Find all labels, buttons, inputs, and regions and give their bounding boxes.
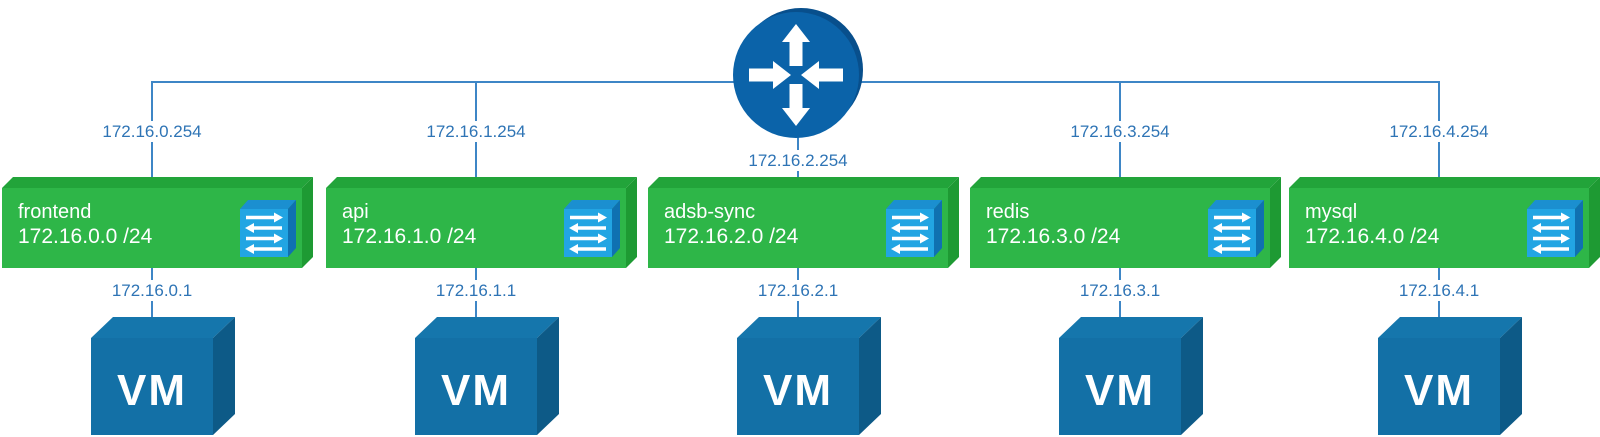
gateway-ip-label: 172.16.3.254 [1065, 121, 1175, 142]
vm-ip-label: 172.16.0.1 [106, 280, 198, 301]
subnet-name: mysql [1305, 201, 1358, 223]
vm-ip-label: 172.16.3.1 [1074, 280, 1166, 301]
subnet-cidr: 172.16.1.0 /24 [342, 225, 477, 248]
vm-label: VM [1085, 366, 1155, 415]
switch-icon [886, 200, 942, 257]
switch-icon [564, 200, 620, 257]
subnet-box: frontend 172.16.0.0 /24 [2, 188, 302, 268]
gateway-ip-label: 172.16.4.254 [1384, 121, 1494, 142]
gateway-ip-label: 172.16.1.254 [421, 121, 531, 142]
vm-label: VM [441, 366, 511, 415]
subnet-cidr: 172.16.0.0 /24 [18, 225, 153, 248]
vm-label: VM [763, 366, 833, 415]
subnet-box: mysql 172.16.4.0 /24 [1289, 188, 1589, 268]
switch-icon [1527, 200, 1583, 257]
gateway-ip-label: 172.16.0.254 [97, 121, 207, 142]
subnet-cidr: 172.16.2.0 /24 [664, 225, 799, 248]
switch-icon [1208, 200, 1264, 257]
vm-icon: VM [91, 317, 235, 435]
subnet-box: api 172.16.1.0 /24 [326, 188, 626, 268]
subnet-box: adsb-sync 172.16.2.0 /24 [648, 188, 948, 268]
subnet-column-redis: 172.16.3.254 172.16.3.1 redis 172.16.3.0… [970, 0, 1282, 437]
vm-ip-label: 172.16.2.1 [752, 280, 844, 301]
gateway-ip-label: 172.16.2.254 [743, 150, 853, 171]
subnet-name: frontend [18, 201, 92, 223]
vm-ip-label: 172.16.4.1 [1393, 280, 1485, 301]
vm-icon: VM [1059, 317, 1203, 435]
subnet-column-api: 172.16.1.254 172.16.1.1 api 172.16.1.0 /… [326, 0, 638, 437]
vm-label: VM [117, 366, 187, 415]
vm-icon: VM [737, 317, 881, 435]
switch-icon [240, 200, 296, 257]
subnet-cidr: 172.16.3.0 /24 [986, 225, 1121, 248]
subnet-box: redis 172.16.3.0 /24 [970, 188, 1270, 268]
subnet-column-mysql: 172.16.4.254 172.16.4.1 mysql 172.16.4.0… [1289, 0, 1600, 437]
vm-ip-label: 172.16.1.1 [430, 280, 522, 301]
subnet-cidr: 172.16.4.0 /24 [1305, 225, 1440, 248]
subnet-name: redis [986, 201, 1030, 223]
vm-icon: VM [1378, 317, 1522, 435]
subnet-column-frontend: 172.16.0.254 172.16.0.1 frontend 172.16.… [2, 0, 314, 437]
vm-label: VM [1404, 366, 1474, 415]
router-icon [733, 8, 863, 138]
vm-icon: VM [415, 317, 559, 435]
subnet-name: adsb-sync [664, 201, 756, 223]
subnet-column-adsb-sync: 172.16.2.254 172.16.2.1 adsb-sync 172.16… [648, 0, 960, 437]
subnet-name: api [342, 201, 369, 223]
